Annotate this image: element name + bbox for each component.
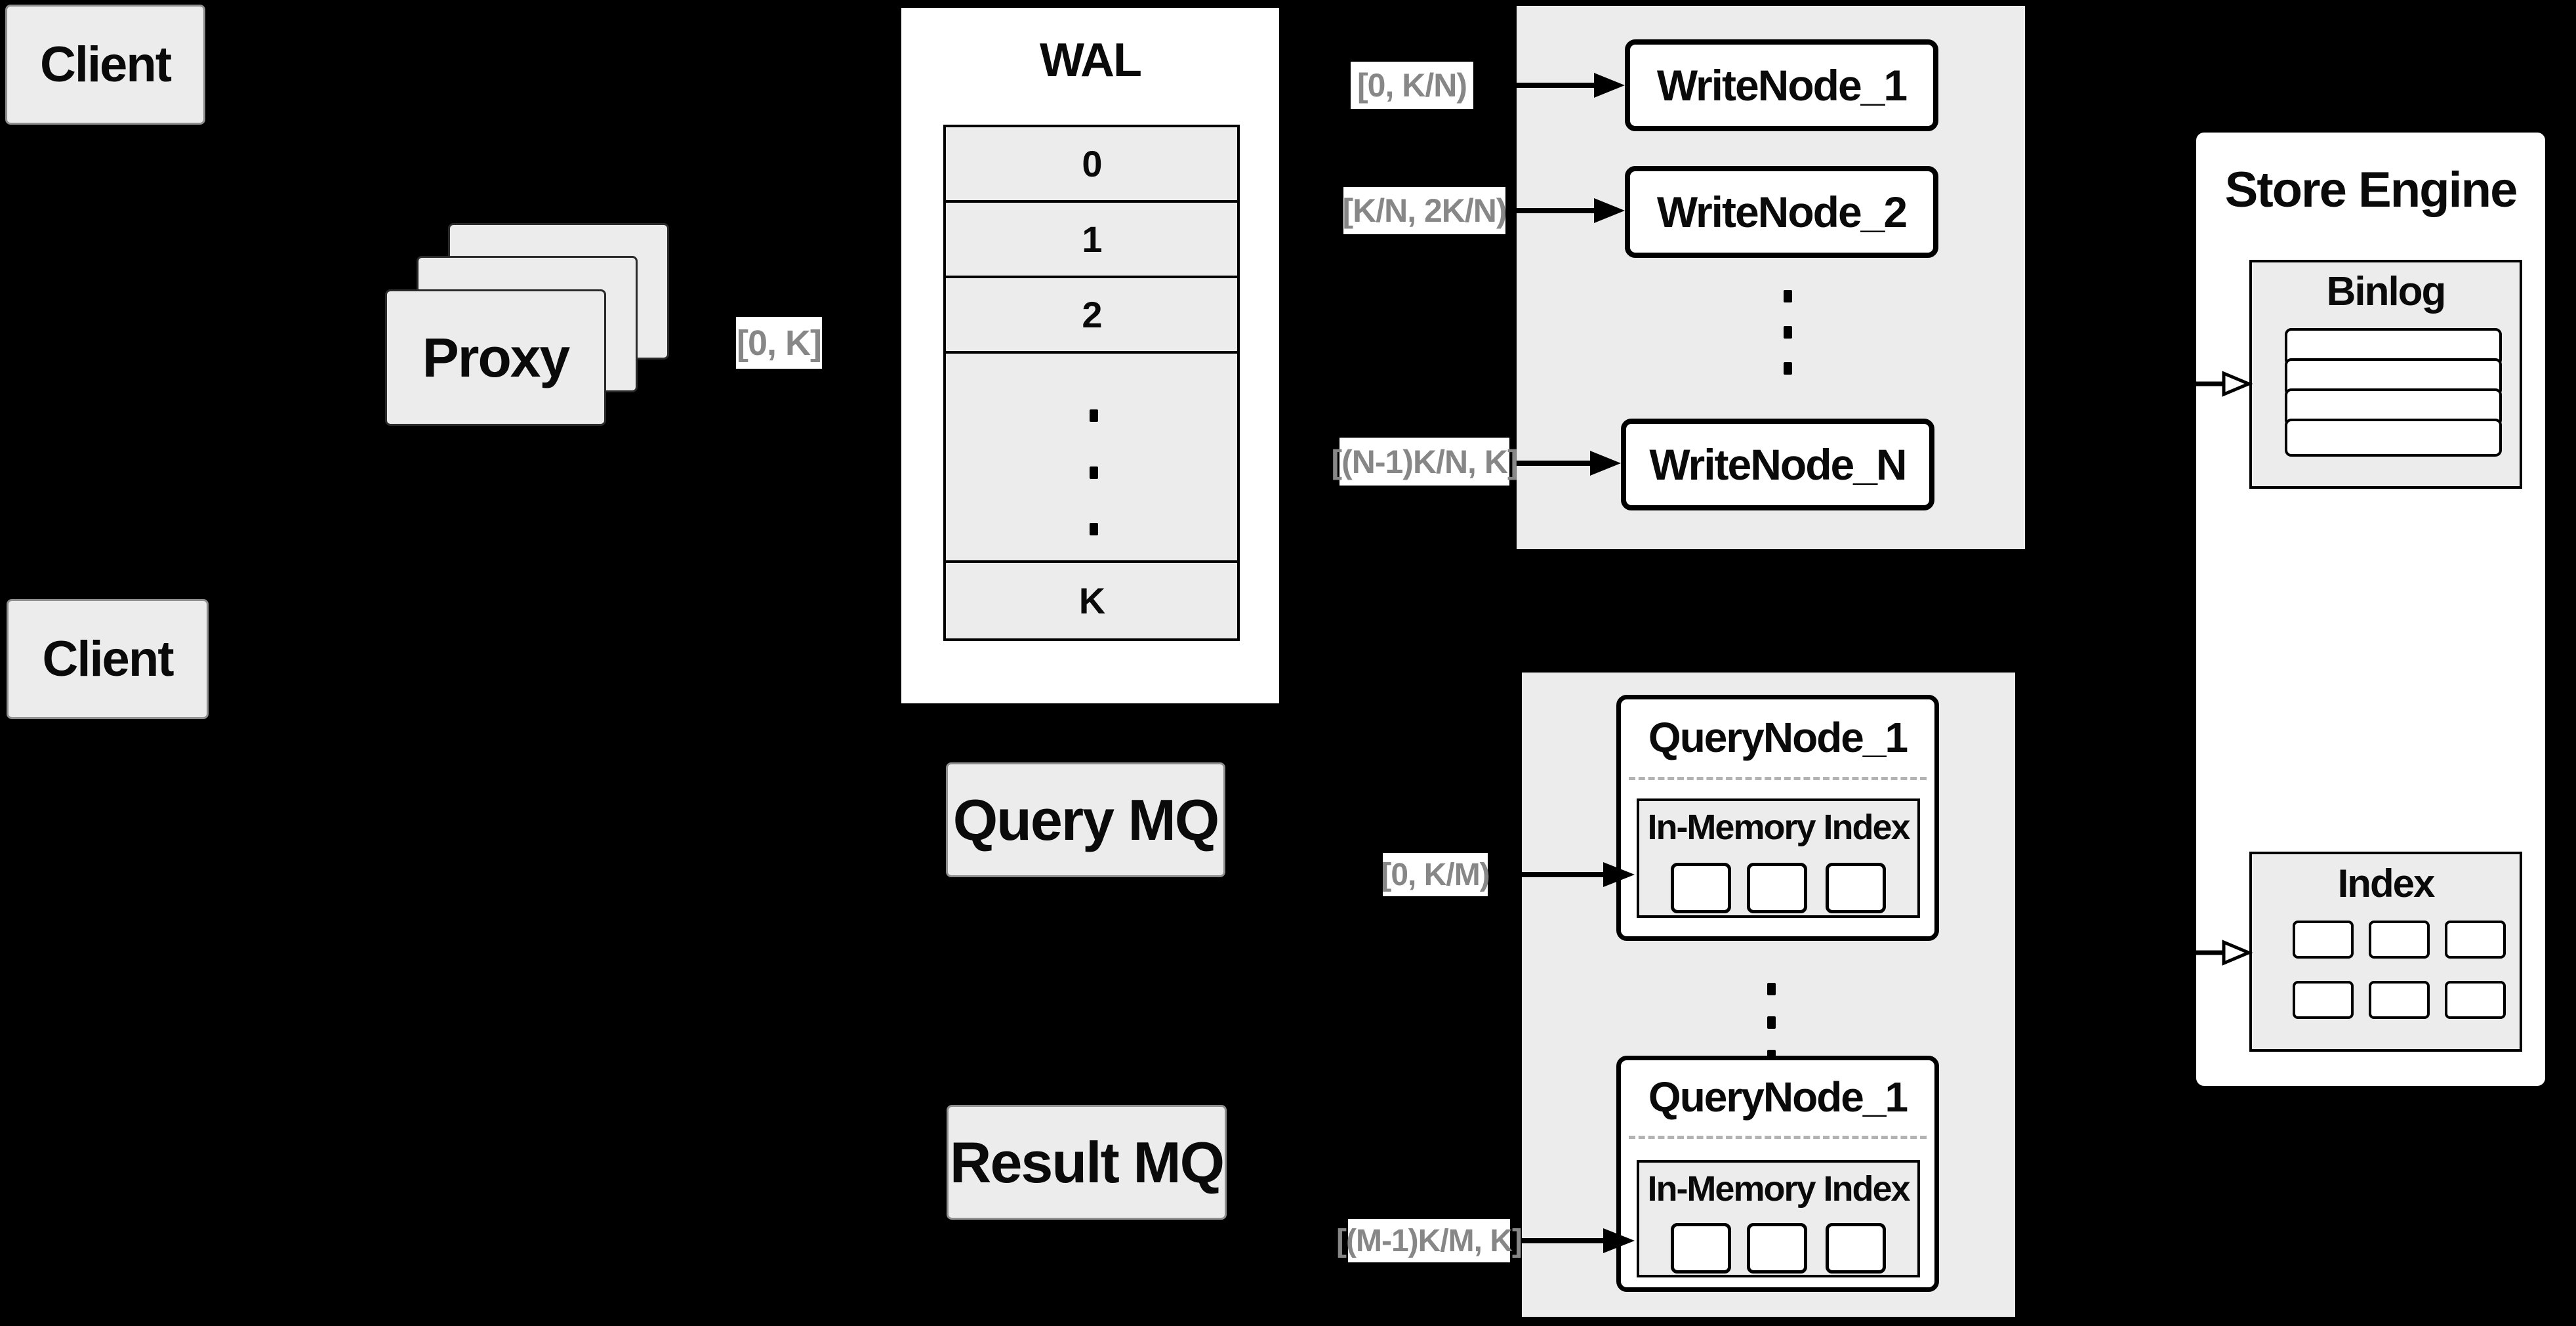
querynode-top-divider — [1629, 777, 1927, 780]
wal-table: 0 1 2 K — [943, 125, 1240, 641]
query-mq-label: Query MQ — [952, 787, 1220, 852]
result-mq-box: Result MQ — [947, 1105, 1227, 1220]
querynode-bottom-box: QueryNode_1 In-Memory Index — [1616, 1056, 1939, 1292]
segment-cell — [1671, 863, 1731, 913]
query-mq-box: Query MQ — [946, 762, 1225, 877]
arrow-to-querynode-top — [1522, 862, 1635, 887]
writenode-2-label: WriteNode_2 — [1656, 188, 1908, 236]
ellipsis-dot-icon — [1784, 290, 1792, 302]
wal-row-2-label: 2 — [1082, 294, 1102, 335]
writenode-1-label: WriteNode_1 — [1656, 61, 1908, 110]
wal-row-0: 0 — [943, 125, 1240, 203]
segment-cell — [1826, 863, 1886, 913]
index-cell — [2293, 981, 2354, 1019]
client-bottom-box: Client — [7, 599, 209, 719]
ellipsis-dot-icon — [1784, 326, 1792, 339]
wal-row-1: 1 — [943, 200, 1240, 278]
wal-row-2: 2 — [943, 276, 1240, 354]
index-box: Index — [2249, 852, 2522, 1052]
write-range-label-1: [0, K/N) — [1351, 62, 1473, 109]
index-title-row: Index — [2252, 854, 2520, 912]
inmemory-top-title: In-Memory Index — [1647, 808, 1910, 847]
wal-title-row: WAL — [901, 8, 1279, 113]
querynode-bottom-divider — [1629, 1136, 1927, 1139]
querynode-top-title: QueryNode_1 — [1648, 713, 1908, 761]
index-cell — [2445, 981, 2506, 1019]
segment-cell — [1747, 863, 1807, 913]
proxy-box: Proxy — [385, 289, 606, 426]
querynode-top-title-row: QueryNode_1 — [1621, 699, 1934, 775]
ellipsis-dot-icon — [1090, 523, 1098, 535]
binlog-box: Binlog — [2249, 260, 2522, 489]
inmemory-bottom-title: In-Memory Index — [1647, 1169, 1910, 1209]
client-top-label: Client — [39, 37, 172, 93]
wal-title: WAL — [1040, 34, 1142, 87]
ellipsis-dot-icon — [1767, 1016, 1776, 1029]
inmemory-index-bottom-box: In-Memory Index — [1637, 1160, 1920, 1277]
wal-row-k: K — [943, 560, 1240, 641]
query-range-label-bottom: [(M-1)K/M, K] — [1336, 1219, 1523, 1262]
writenode-n-box: WriteNode_N — [1621, 419, 1934, 510]
index-cell — [2369, 921, 2430, 959]
store-engine-title-row: Store Engine — [2196, 133, 2545, 247]
arrow-to-writenode-2 — [1517, 198, 1625, 223]
writenode-2-box: WriteNode_2 — [1625, 166, 1938, 258]
inmemory-bottom-title-row: In-Memory Index — [1639, 1163, 1917, 1215]
client-top-box: Client — [5, 5, 205, 125]
ellipsis-dot-icon — [1767, 983, 1776, 995]
wal-row-ellipsis — [943, 351, 1240, 563]
segment-cell — [1747, 1223, 1807, 1274]
writenode-1-box: WriteNode_1 — [1625, 39, 1938, 131]
wal-row-1-label: 1 — [1082, 218, 1102, 260]
binlog-title-row: Binlog — [2252, 262, 2520, 320]
index-cell — [2369, 981, 2430, 1019]
write-range-label-n: [(N-1)K/N, K] — [1331, 438, 1519, 486]
segment-cell — [1671, 1223, 1731, 1274]
client-bottom-label: Client — [42, 631, 174, 687]
index-cell — [2445, 921, 2506, 959]
arrow-to-querynode-bottom — [1522, 1228, 1635, 1253]
querynode-bottom-title-row: QueryNode_1 — [1621, 1060, 1934, 1134]
inmemory-top-title-row: In-Memory Index — [1639, 801, 1917, 854]
index-cell — [2293, 921, 2354, 959]
arrow-to-writenode-n — [1517, 451, 1621, 476]
ellipsis-dot-icon — [1784, 362, 1792, 375]
proxy-range-label: [0, K] — [736, 317, 822, 369]
store-engine-title: Store Engine — [2224, 162, 2518, 218]
querynode-top-box: QueryNode_1 In-Memory Index — [1616, 695, 1939, 941]
query-range-label-top: [0, K/M) — [1381, 853, 1490, 896]
write-range-label-2: [K/N, 2K/N) — [1342, 187, 1507, 234]
index-title: Index — [2337, 861, 2436, 905]
wal-row-0-label: 0 — [1082, 143, 1102, 184]
result-mq-label: Result MQ — [949, 1129, 1225, 1195]
ellipsis-dot-icon — [1090, 409, 1098, 422]
writenode-n-label: WriteNode_N — [1649, 440, 1907, 489]
open-arrow-to-index — [2194, 940, 2253, 966]
segment-cell — [1826, 1223, 1886, 1274]
open-arrow-to-binlog — [2194, 371, 2253, 397]
inmemory-index-top-box: In-Memory Index — [1637, 798, 1920, 918]
proxy-label: Proxy — [422, 326, 570, 388]
binlog-title: Binlog — [2326, 268, 2447, 314]
ellipsis-dot-icon — [1090, 466, 1098, 479]
arrow-to-writenode-1 — [1517, 73, 1625, 98]
wal-row-k-label: K — [1078, 580, 1105, 621]
binlog-segment-bar — [2285, 419, 2502, 457]
querynode-bottom-title: QueryNode_1 — [1648, 1073, 1908, 1121]
